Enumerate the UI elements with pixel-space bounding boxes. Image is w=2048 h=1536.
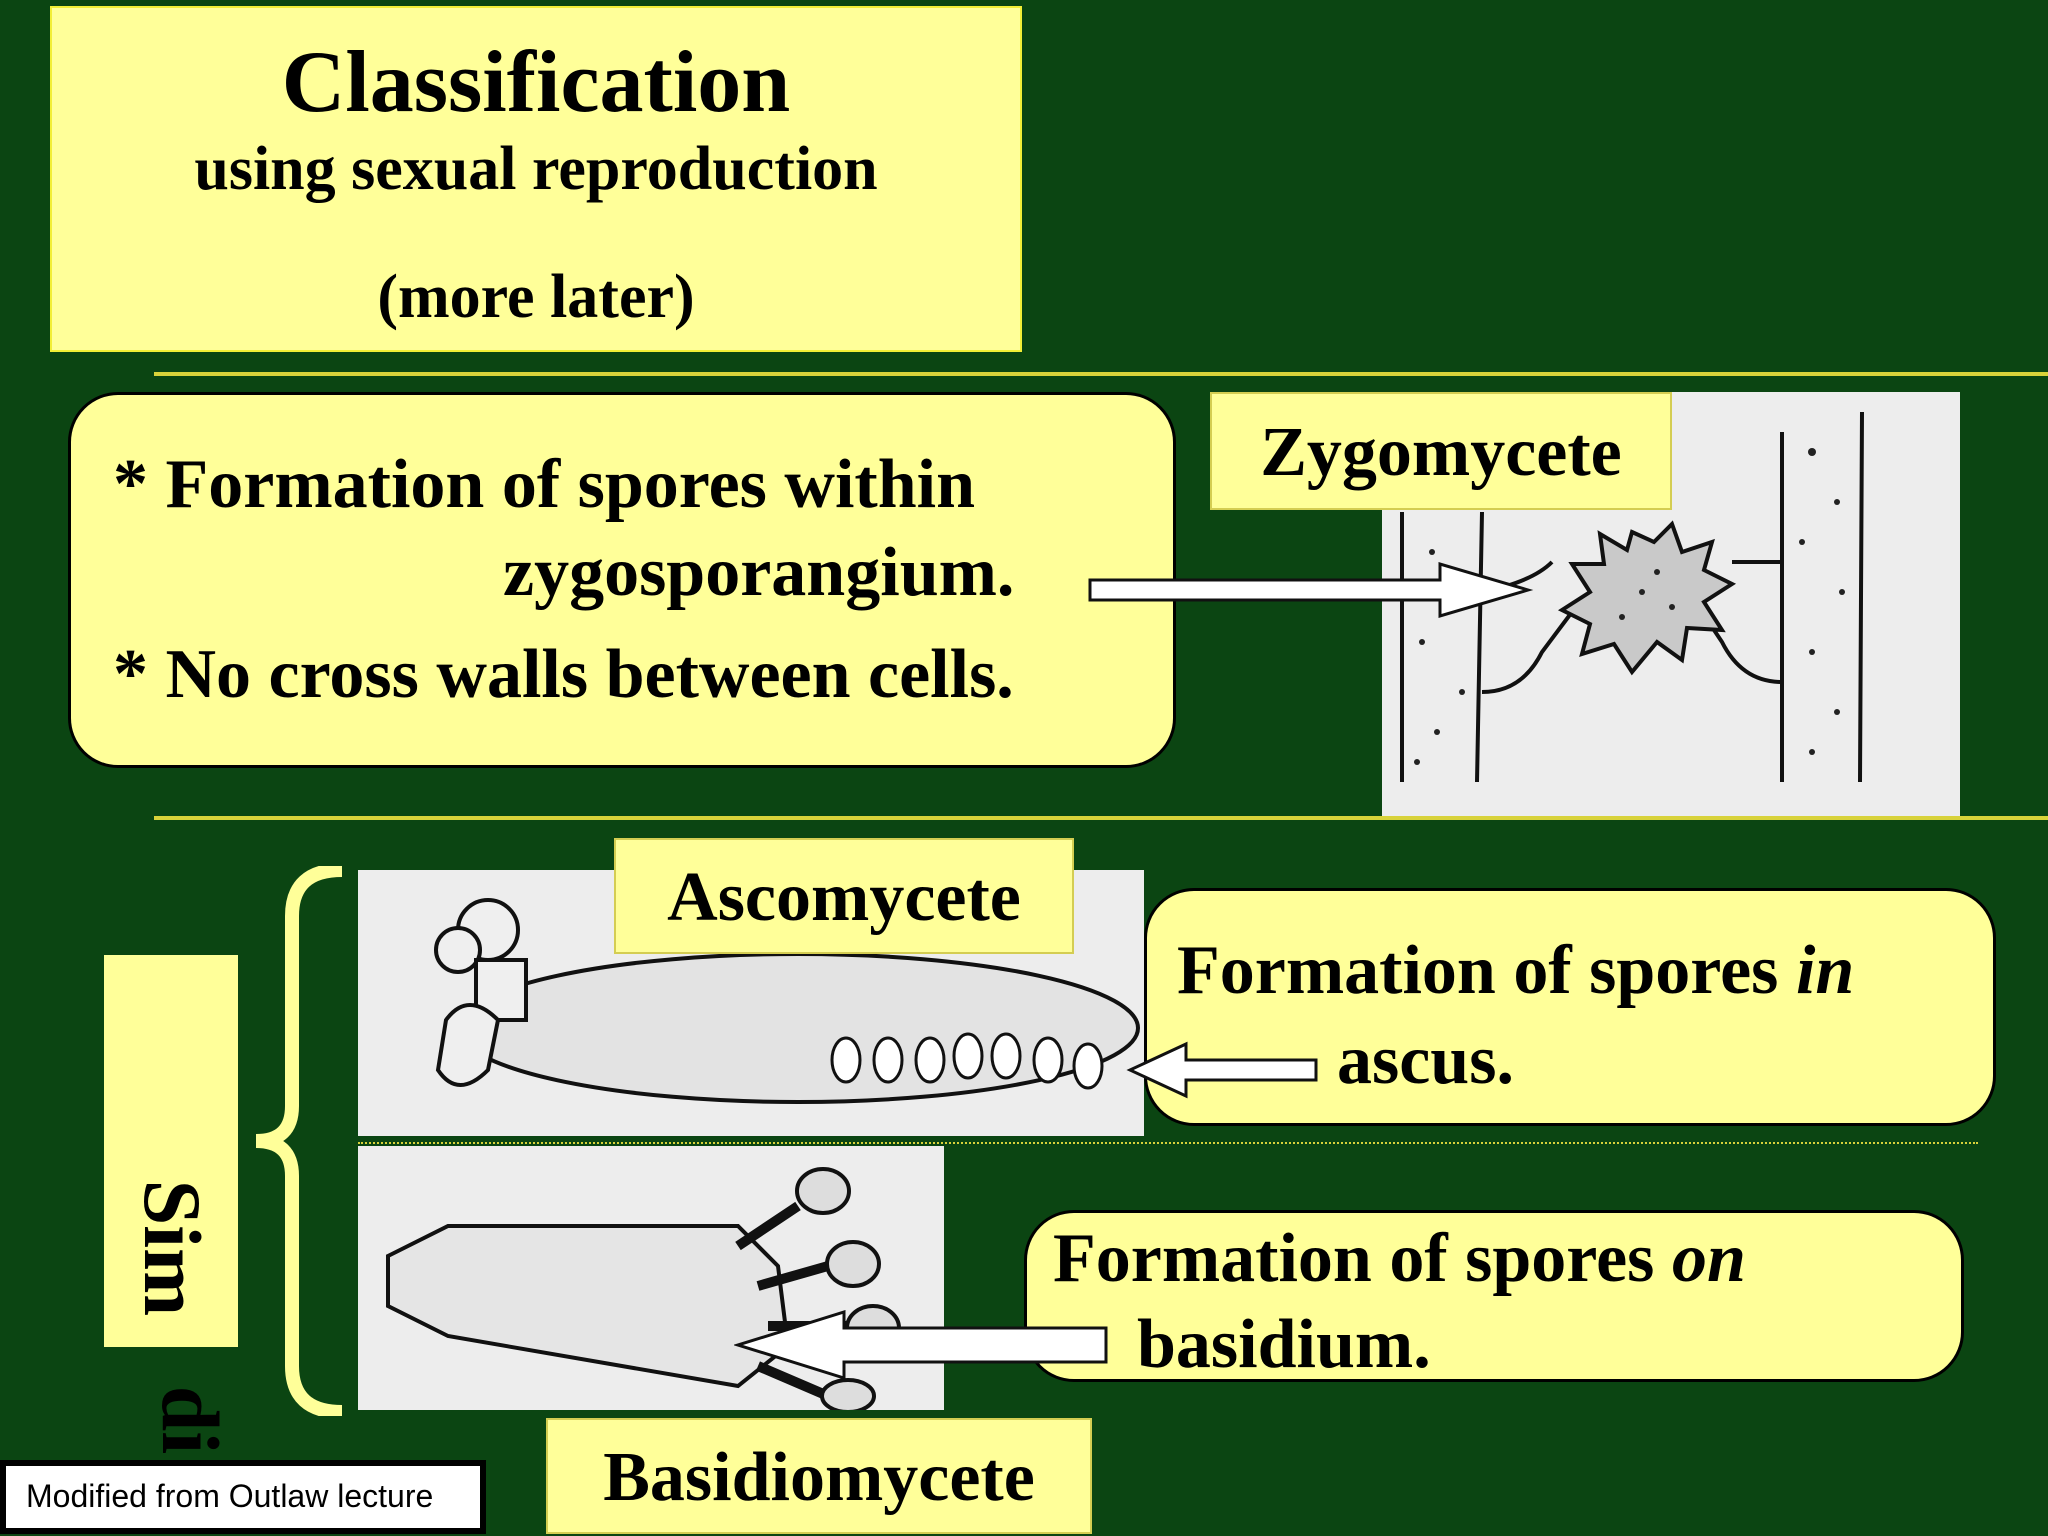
side-label-text: Sim [127,1179,218,1317]
basidiomycete-label: Basidiomycete [546,1418,1092,1534]
title-box: Classification using sexual reproduction… [50,6,1022,352]
zygomycete-label: Zygomycete [1210,392,1672,510]
basidiomycete-line-2: basidium. [1137,1306,1431,1383]
zygomycete-text-box: * Formation of spores within zygosporang… [68,392,1176,768]
credit-caption: Modified from Outlaw lecture [0,1460,486,1534]
zygomycete-line-3: * No cross walls between cells. [113,636,1014,713]
arrow-to-basidium [734,1310,1108,1380]
basidium-illustration [358,1146,944,1414]
ascomycete-text-box: Formation of spores in ascus. [1144,888,1996,1126]
ascomycete-label: Ascomycete [614,838,1074,954]
ascomycete-line-1: Formation of spores in [1177,932,1855,1009]
slide-subtitle: using sexual reproduction [194,135,878,203]
basidiomycete-line-1: Formation of spores on [1053,1220,1746,1297]
zygomycete-line-2: zygosporangium. [503,534,1015,611]
dotted-divider [358,1142,1978,1144]
divider-top [154,372,2048,376]
basidiomycete-text-box: Formation of spores on basidium. [1024,1210,1964,1383]
slide-note: (more later) [377,263,695,331]
arrow-to-ascus [1126,1041,1318,1099]
divider-middle [154,816,2048,820]
side-label-panel [104,955,238,1347]
slide-title: Classification [281,34,791,131]
ascomycete-line-2: ascus. [1337,1022,1514,1099]
zygomycete-line-1: * Formation of spores within [113,446,976,523]
arrow-to-zygosporangium [1088,561,1534,619]
side-label-text-overflow: di [145,1385,236,1455]
bracket-brace [255,866,343,1416]
